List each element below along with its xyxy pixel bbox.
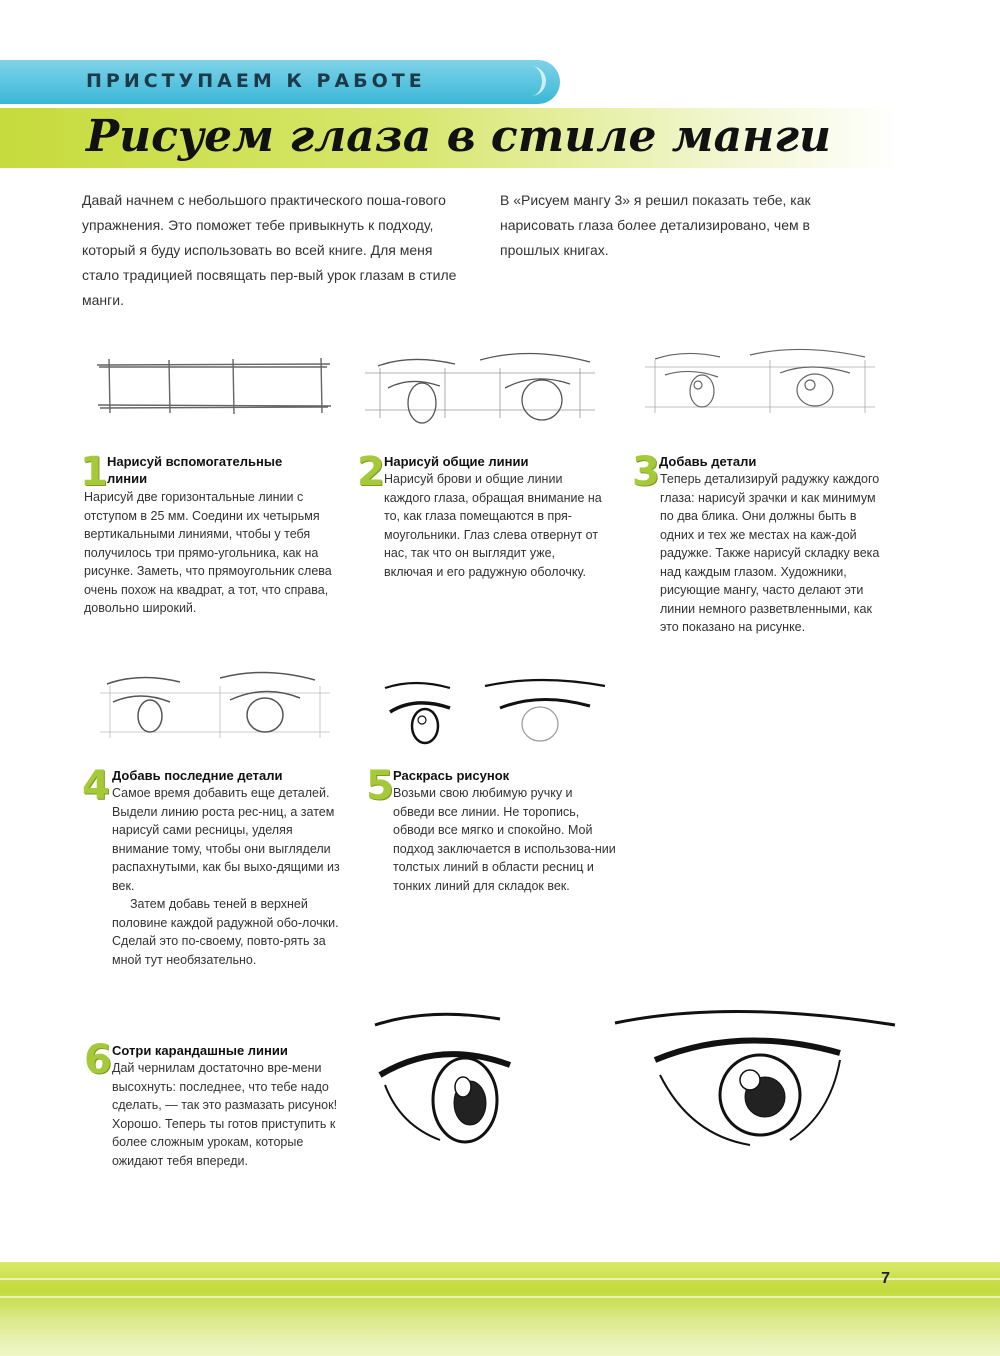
section-tab <box>0 60 560 104</box>
footer-band <box>0 1262 1000 1356</box>
step-text-4: Самое время добавить еще деталей. Выдели… <box>112 784 344 969</box>
step3-eyes-drawing <box>645 348 875 413</box>
step-title-4: Добавь последние детали <box>112 768 283 783</box>
section-label: ПРИСТУПАЕМ К РАБОТЕ <box>86 70 426 92</box>
step6-final-eyes-drawing <box>374 1009 896 1146</box>
step-title-2: Нарисуй общие линии <box>384 454 529 469</box>
step-text-4-paragraph-2: Затем добавь теней в верхней половине ка… <box>112 897 339 967</box>
step-number-6: 6 <box>84 1037 112 1083</box>
step-title-5: Раскрась рисунок <box>393 768 510 783</box>
step-title-3: Добавь детали <box>659 454 757 469</box>
footer-stripe <box>0 1296 1000 1298</box>
step4-eyes-drawing <box>100 671 330 738</box>
intro-right: В «Рисуем мангу 3» я решил показать тебе… <box>500 192 811 258</box>
footer-stripe <box>0 1278 1000 1280</box>
title-band <box>0 108 900 168</box>
step5-eyes-drawing <box>384 678 606 745</box>
step-number-1: 1 <box>80 449 108 495</box>
step-number-5: 5 <box>366 763 394 809</box>
step-text-4-paragraph-1: Самое время добавить еще деталей. Выдели… <box>112 786 340 893</box>
step1-guide-drawing <box>96 357 332 415</box>
step-number-3: 3 <box>632 449 660 495</box>
step-title-6: Сотри карандашные линии <box>112 1043 288 1058</box>
step-text-3: Теперь детализируй радужку каждого глаза… <box>660 472 880 634</box>
step-title-1: Нарисуй вспомогательные линии <box>107 454 283 486</box>
page-title: Рисуем глаза в стиле манги <box>86 111 831 162</box>
step-text-2: Нарисуй брови и общие линии каждого глаз… <box>384 472 602 579</box>
intro-left: Давай начнем с небольшого практического … <box>82 192 457 308</box>
step2-eyes-drawing <box>365 352 595 424</box>
page-number: 7 <box>881 1270 890 1287</box>
step-text-6: Дай чернилам достаточно вре-мени высохну… <box>112 1061 338 1168</box>
step-text-1: Нарисуй две горизонтальные линии с отсту… <box>84 490 332 615</box>
step-number-2: 2 <box>357 449 385 495</box>
step-text-5: Возьми свою любимую ручку и обведи все л… <box>393 786 616 893</box>
step-number-4: 4 <box>82 763 110 809</box>
